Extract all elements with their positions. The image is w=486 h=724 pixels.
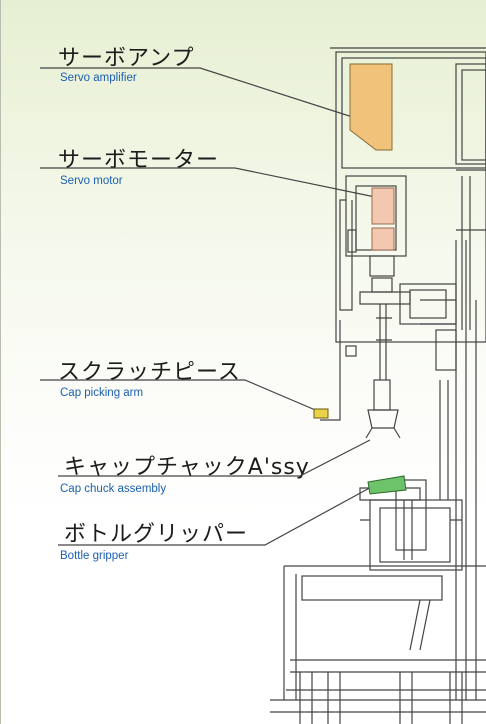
servo-amplifier-leader-line [40, 67, 369, 123]
cabinet-inner-upper [341, 57, 486, 169]
gripper-block [395, 479, 427, 551]
bottle-gripper-label-en: Bottle gripper [60, 550, 129, 562]
gripper-housing [369, 499, 463, 571]
chuck-head [367, 409, 399, 429]
right-column-inner [461, 69, 486, 161]
servo-motor-label-en: Servo motor [60, 175, 123, 187]
cap-picking-arm-label-en: Cap picking arm [60, 387, 144, 399]
right-columns [455, 240, 477, 700]
bottle-gripper-leader-line [58, 484, 376, 546]
chuck-body [373, 379, 391, 411]
bottle-gripper-highlight [367, 475, 407, 495]
chute [409, 599, 431, 651]
servo-motor-highlight-lower [371, 227, 395, 251]
cap-picking-arm-leader-line [40, 379, 321, 413]
vertical-shaft [379, 304, 387, 380]
cap-chuck-assembly-leader-line [58, 439, 371, 477]
bottle-gripper-label-ja: ボトルグリッパー [64, 522, 249, 547]
servo-motor-label-ja: サーボモーター [58, 148, 220, 173]
side-rail [339, 199, 353, 311]
base-rails [290, 659, 486, 673]
servo-amplifier-label-en: Servo amplifier [60, 72, 137, 84]
cap-chuck-assembly-label-en: Cap chuck assembly [60, 483, 167, 495]
servo-amplifier-label-ja: サーボアンプ [58, 46, 195, 71]
cap-picking-arm-highlight [313, 408, 329, 419]
coupling-block [369, 255, 395, 277]
right-column-upper [455, 63, 486, 165]
servo-motor-highlight-upper [371, 187, 395, 225]
servo-motor-leader-line [40, 167, 381, 199]
table-legs [299, 672, 463, 724]
servo-amplifier-highlight [349, 63, 393, 151]
cap-picking-arm-label-ja: スクラッチピース [58, 360, 241, 385]
arm-linkage [320, 320, 341, 421]
cabinet-outer [335, 51, 486, 343]
